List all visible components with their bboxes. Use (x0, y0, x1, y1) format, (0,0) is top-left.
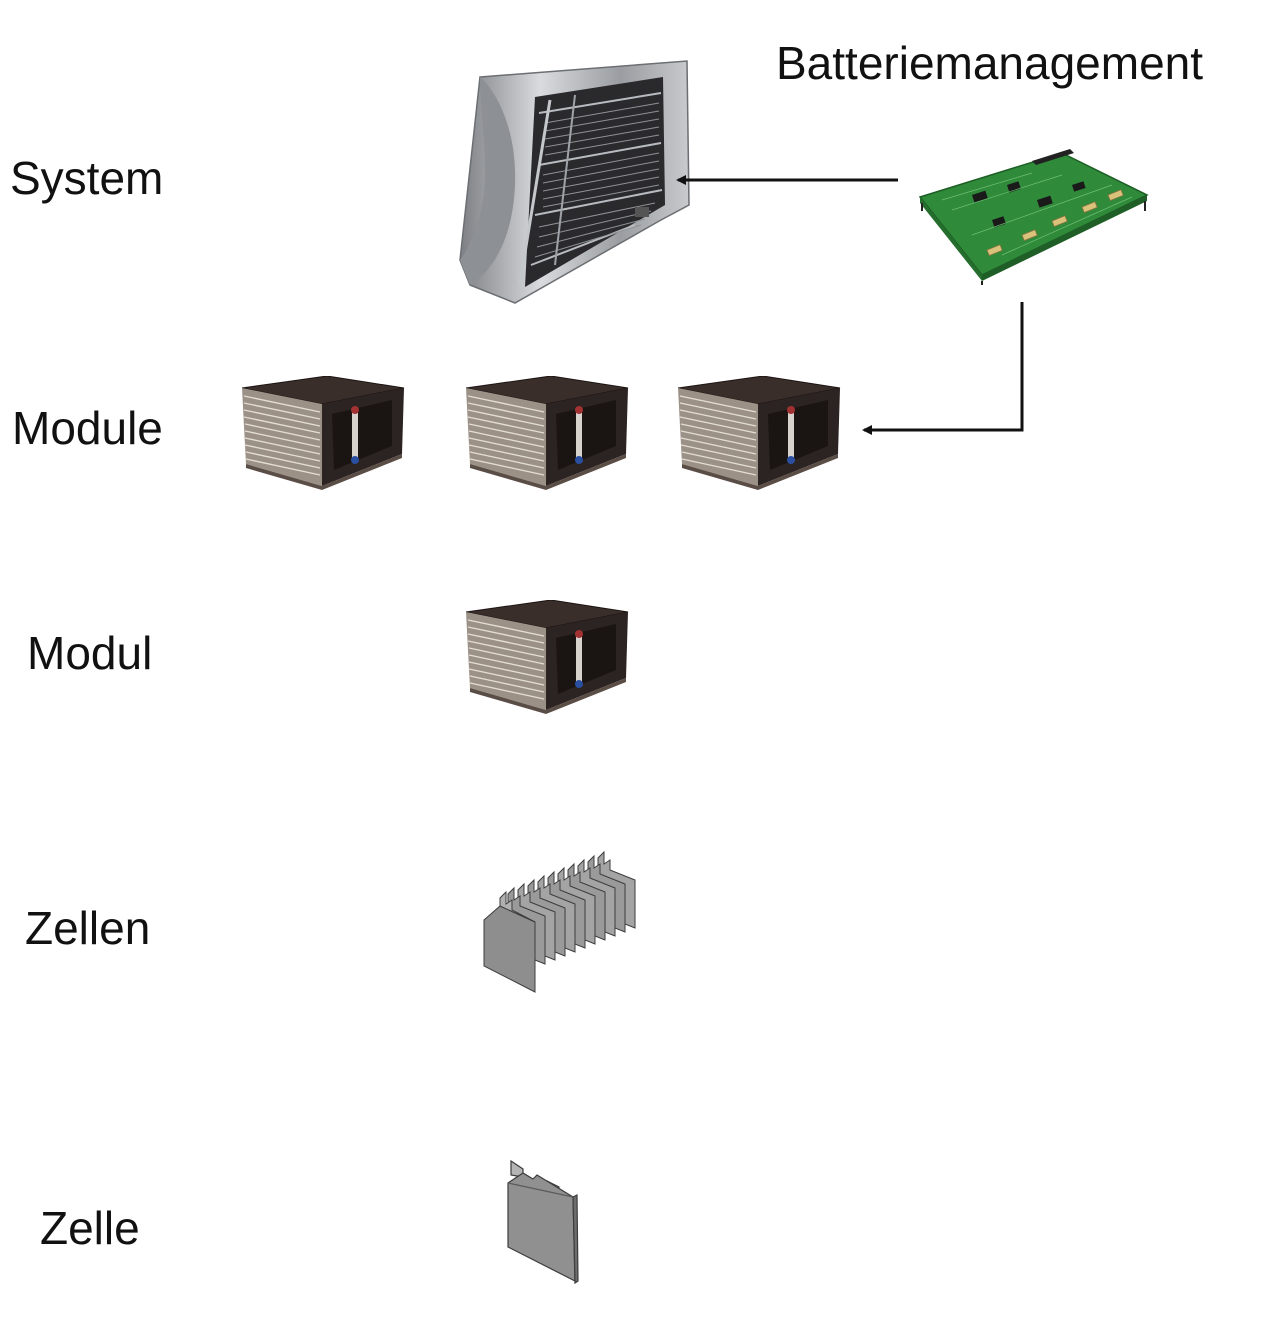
circuit-board-icon (912, 145, 1152, 285)
battery-module-icon (466, 600, 631, 718)
label-system: System (10, 152, 164, 204)
pouch-cell-icon (503, 1155, 583, 1287)
battery-module-icon (678, 376, 843, 494)
label-modules: Module (12, 402, 163, 454)
battery-module-icon (242, 376, 407, 494)
battery-cabinet-icon (455, 55, 695, 310)
label-cells: Zellen (25, 902, 151, 954)
label-cell: Zelle (40, 1202, 140, 1254)
label-battery-management: Batteriemanagement (776, 37, 1204, 89)
label-module: Modul (27, 627, 153, 679)
arrow-bms-to-modules (862, 302, 1024, 435)
cell-stack-icon (480, 846, 640, 996)
battery-module-icon (466, 376, 631, 494)
